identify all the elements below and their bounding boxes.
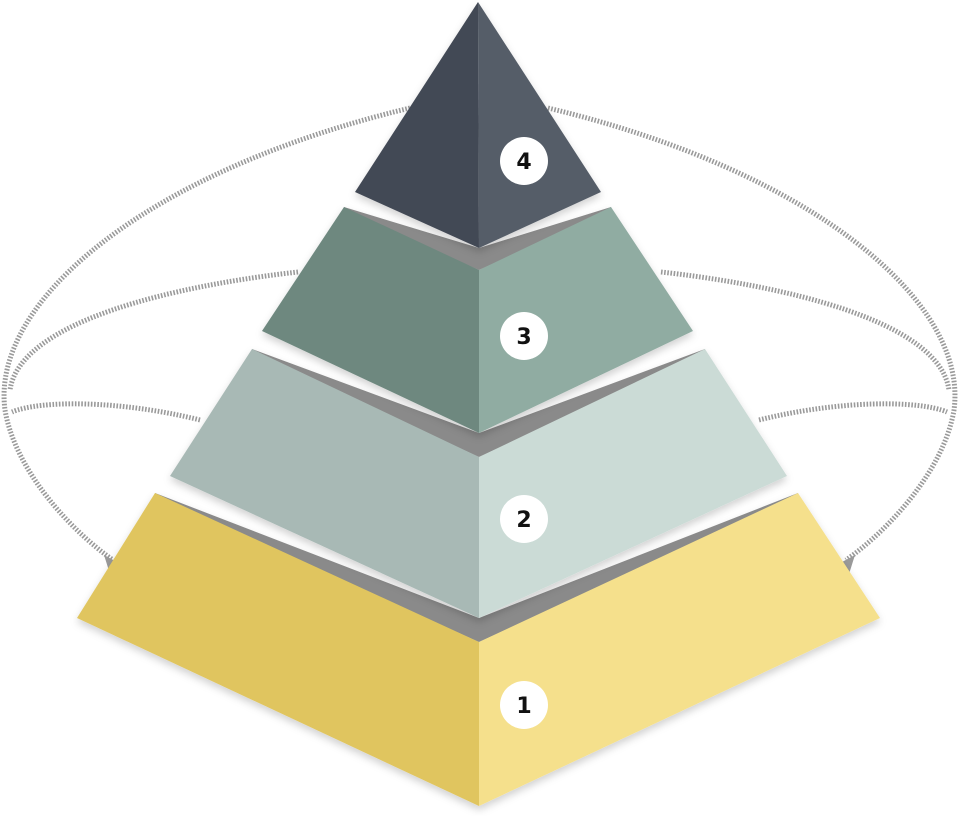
pyramid-level-1	[77, 493, 880, 806]
cycle-arrows	[1, 105, 958, 563]
arrow-outer-right	[547, 105, 958, 563]
level-4-right-face	[478, 2, 601, 248]
pyramid-level-3	[262, 207, 693, 433]
level-4-badge: 4	[500, 137, 548, 185]
level-4-number: 4	[516, 150, 531, 175]
level-2-right-face	[479, 349, 787, 618]
arrow-inner-left	[11, 401, 201, 423]
level-2-left-face	[170, 349, 479, 618]
level-2-badge: 2	[500, 495, 548, 543]
level-3-left-face	[262, 207, 479, 433]
level-3-number: 3	[516, 325, 531, 350]
level-3-ledge	[344, 207, 611, 270]
level-2-number: 2	[516, 508, 531, 533]
arrow-mid-right	[660, 269, 952, 391]
level-1-badge: 1	[500, 681, 548, 729]
pyramid-level-2	[170, 349, 787, 618]
level-4-left-face	[355, 2, 479, 248]
arrow-mid-left	[7, 269, 299, 391]
level-3-right-face	[479, 207, 693, 433]
level-2-ledge	[252, 349, 705, 457]
level-3-badge: 3	[500, 312, 548, 360]
pyramid-level-4	[355, 2, 601, 248]
level-1-left-face	[77, 493, 479, 806]
level-1-number: 1	[516, 694, 531, 719]
level-1-right-face	[479, 493, 880, 806]
arrow-inner-right	[758, 401, 948, 423]
